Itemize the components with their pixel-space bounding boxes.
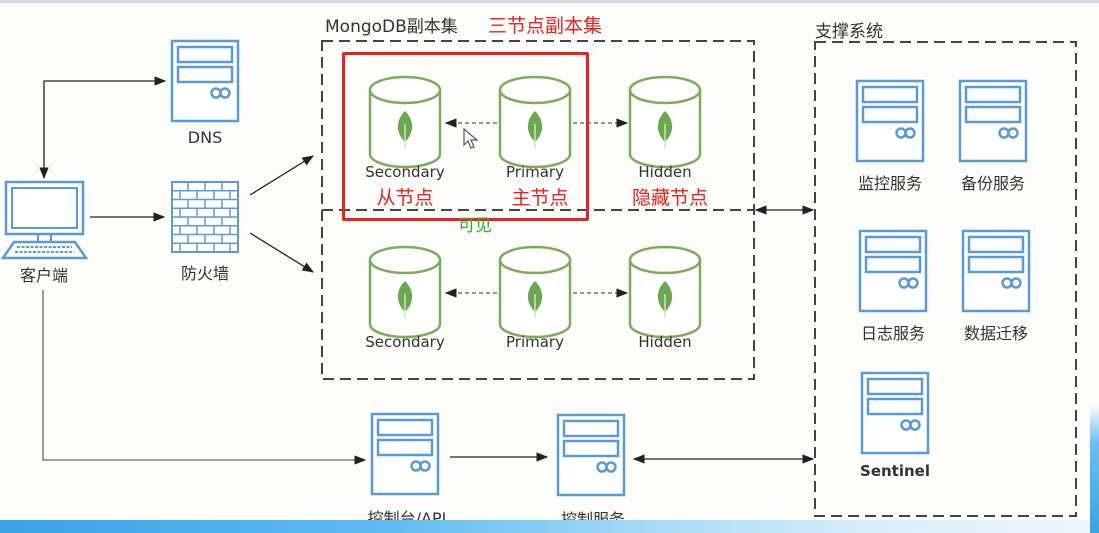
node-label: Primary — [506, 163, 564, 181]
client-console-connector — [42, 290, 367, 465]
client-label: 客户端 — [19, 266, 69, 285]
support-system-container — [814, 41, 1077, 517]
bottom-decorative-band — [0, 520, 1099, 533]
three-node-highlight-box — [342, 52, 589, 221]
migration-server-icon — [961, 229, 1031, 313]
mouse-cursor-icon — [463, 128, 479, 149]
log-server-icon — [858, 229, 928, 313]
secondary-annotation: 从节点 — [376, 187, 434, 209]
service-label: 数据迁移 — [963, 324, 1029, 343]
laptop-icon — [0, 180, 89, 260]
dns-label: DNS — [187, 128, 223, 147]
dns-server-icon — [170, 39, 240, 123]
right-decorative-band — [1090, 405, 1099, 533]
node-label: Hidden — [638, 163, 692, 181]
primary-annotation: 主节点 — [511, 187, 569, 209]
node-label: Secondary — [365, 333, 445, 351]
sentinel-label: Sentinel — [860, 462, 930, 480]
node-secondary-2 — [368, 245, 442, 339]
top-border — [0, 0, 1099, 3]
three-node-annotation: 三节点副本集 — [488, 15, 603, 37]
support-system-title: 支撑系统 — [815, 22, 883, 42]
control-service-server-icon — [556, 413, 626, 497]
node-label: Hidden — [638, 333, 692, 351]
backup-server-icon — [958, 79, 1028, 163]
monitor-server-icon — [855, 79, 925, 163]
client-dns-connector — [39, 76, 167, 180]
service-label: 监控服务 — [857, 174, 923, 193]
firewall-replica-top-connector — [249, 155, 314, 196]
firewall-label: 防火墙 — [180, 264, 230, 283]
service-label: 日志服务 — [860, 324, 926, 343]
service-label: 备份服务 — [960, 174, 1026, 193]
node-primary-2 — [498, 245, 572, 339]
node-label: Secondary — [365, 163, 445, 181]
node-label: Primary — [506, 333, 564, 351]
sentinel-server-icon — [860, 371, 930, 455]
node-hidden-2 — [628, 245, 702, 339]
firewall-replica-bottom-connector — [249, 232, 314, 273]
firewall-icon — [171, 181, 239, 253]
visible-annotation: 可见 — [458, 216, 492, 236]
console-api-server-icon — [370, 412, 440, 496]
node-hidden-1 — [628, 75, 702, 169]
replica-set-title: MongoDB副本集 — [325, 17, 458, 37]
hidden-annotation: 隐藏节点 — [631, 187, 709, 209]
